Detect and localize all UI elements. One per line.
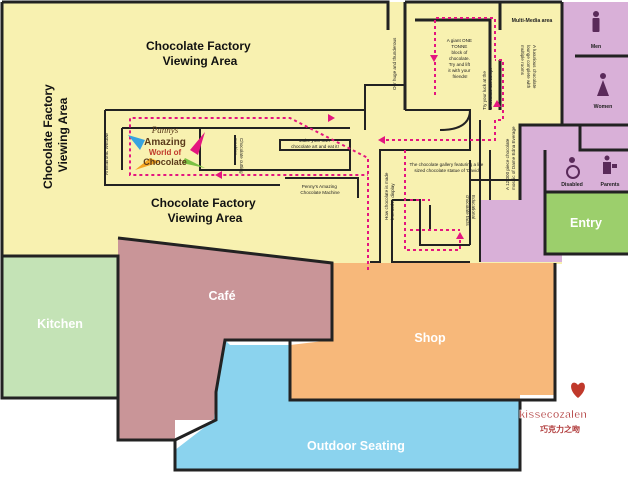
watermark-text: kissecozalen bbox=[519, 409, 587, 421]
restroom-zone bbox=[480, 2, 628, 262]
educational-label: Educational chocolate facts bbox=[465, 195, 476, 226]
entry-zone bbox=[545, 192, 628, 254]
corridor-hook bbox=[439, 109, 491, 200]
viewing-area-left-label: Chocolate Factory Viewing Area bbox=[41, 81, 70, 189]
watermark: kissecozalen 巧克力之吻 bbox=[519, 382, 588, 434]
women-label: Women bbox=[594, 104, 613, 110]
route-arrow bbox=[430, 55, 438, 62]
shop-zone bbox=[290, 263, 555, 400]
tour-route bbox=[129, 17, 504, 270]
fountain-label: Our huge and thunderous bbox=[392, 37, 397, 90]
corridor-outer bbox=[104, 84, 471, 263]
gallery-label: The chocolate gallery featuring a life s… bbox=[409, 162, 484, 173]
entry-label: Entry bbox=[570, 216, 602, 230]
men-label: Men bbox=[591, 44, 601, 50]
route-arrow bbox=[328, 114, 335, 122]
outdoor-zone bbox=[175, 340, 520, 470]
viewing-mid-line2: Viewing Area bbox=[168, 211, 243, 225]
viewing-mid-line1: Chocolate Factory bbox=[151, 196, 256, 210]
logo-line2: World of bbox=[149, 148, 182, 157]
kitchen-label: Kitchen bbox=[37, 317, 83, 331]
route-arrow bbox=[378, 136, 385, 144]
disabled-icon bbox=[566, 157, 580, 179]
viewing-area-top-label: Chocolate Factory Viewing Area bbox=[146, 39, 254, 68]
viewing-top-line2: Viewing Area bbox=[163, 54, 238, 68]
men-icon bbox=[592, 11, 600, 32]
logo-brand: Pannys bbox=[151, 125, 179, 135]
corridor-inner bbox=[121, 127, 351, 171]
viewing-area-middle-label: Chocolate Factory Viewing Area bbox=[151, 196, 259, 225]
restroom-wall bbox=[518, 2, 628, 200]
viewing-left-line2: Viewing Area bbox=[56, 97, 70, 172]
route-arrow bbox=[215, 171, 222, 179]
route-arrow bbox=[493, 100, 501, 107]
how-made-label: How chocolate is made interactive displa… bbox=[384, 171, 395, 220]
lounge-label: A luxurious chocolate lounge complete wi… bbox=[520, 45, 537, 90]
parents-label: Parents bbox=[600, 182, 619, 188]
animatronic-window-label: Animatronic Window bbox=[104, 132, 109, 175]
upper-right-wall bbox=[386, 0, 562, 110]
outdoor-wall bbox=[225, 338, 520, 402]
jump-label: Try your luck at the Chocolate Ski Jump! bbox=[482, 68, 493, 110]
multimedia-label: Multi-Media area bbox=[512, 18, 553, 24]
kitchen-zone bbox=[2, 256, 118, 398]
outdoor-seating-label: Outdoor Seating bbox=[307, 439, 405, 453]
route-arrow bbox=[456, 232, 464, 239]
entry-wall bbox=[543, 190, 628, 256]
watermark-sub: 巧克力之吻 bbox=[540, 424, 580, 434]
pannys-logo: Pannys Amazing World of Chocolate bbox=[128, 125, 205, 170]
amazing-machine-box bbox=[285, 177, 359, 198]
viewing-area-zone bbox=[2, 2, 562, 264]
cafe-label: Café bbox=[208, 289, 235, 303]
cutting-machine-label: Chocolate cutting machine bbox=[233, 138, 244, 175]
kitchen-wall bbox=[2, 254, 120, 398]
viewing-top-line1: Chocolate Factory bbox=[146, 39, 251, 53]
make-own-label: Make your own chocolate art and eat it! bbox=[291, 138, 339, 149]
viewing-left-line1: Chocolate Factory bbox=[41, 84, 55, 189]
women-icon bbox=[597, 73, 609, 96]
logo-line1: Amazing bbox=[144, 137, 186, 148]
corridor-lower bbox=[391, 160, 520, 263]
disabled-label: Disabled bbox=[561, 182, 583, 188]
logo-line3: Chocolate bbox=[143, 157, 187, 167]
amazing-machine-label: Penny's Amazing Chocolate Machine bbox=[300, 184, 340, 195]
parents-icon bbox=[603, 155, 617, 174]
sculpture-label: A 12,000 piece chocolate mosaic of Dame … bbox=[505, 126, 516, 190]
tonne-block-label: A giant ONE TONNE block of chocolate. Tr… bbox=[447, 38, 474, 79]
shop-label: Shop bbox=[414, 331, 446, 345]
